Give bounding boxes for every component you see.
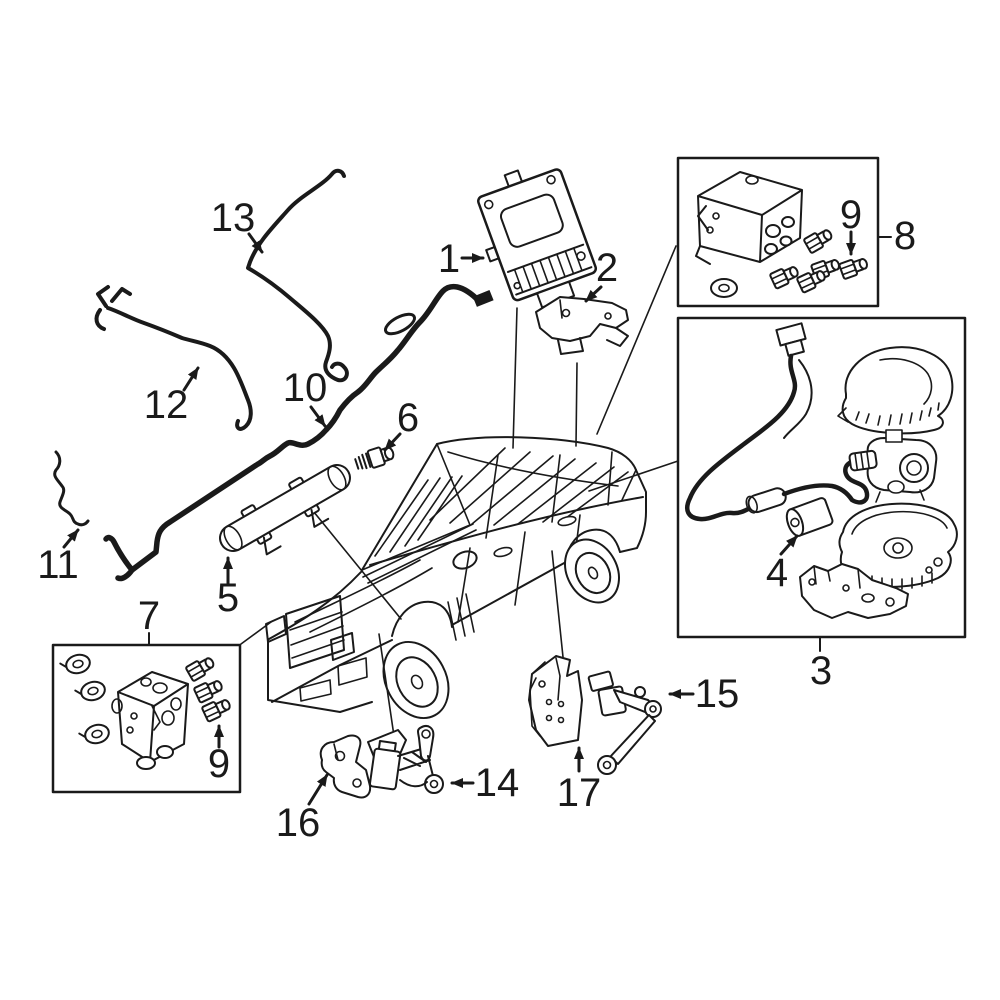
callout-12: 12 <box>144 383 189 427</box>
part-11-wire <box>53 450 90 527</box>
callout-3: 3 <box>810 649 832 693</box>
compressor-cover <box>837 346 954 435</box>
part-5-reservoir-tube <box>219 464 351 556</box>
callout-10: 10 <box>283 366 328 410</box>
callout-arrows <box>62 230 892 806</box>
part-16-bracket <box>319 734 372 799</box>
callout-11: 11 <box>37 543 79 587</box>
part-12-wiring-harness <box>94 285 253 431</box>
callout-14: 14 <box>475 761 520 805</box>
part-6-fitting <box>354 446 395 470</box>
box-7-valve-block-kit <box>51 643 242 794</box>
box-3-compressor-assembly <box>676 316 967 639</box>
callout-1: 1 <box>438 237 460 281</box>
part-15-height-sensor <box>587 670 662 775</box>
part-13-air-hose <box>246 168 349 383</box>
harness-and-pipe <box>685 322 870 522</box>
callout-9-upper: 9 <box>840 193 862 237</box>
part-2-bracket <box>535 296 629 355</box>
callout-8: 8 <box>894 214 916 258</box>
part-10-air-line <box>103 283 494 582</box>
callout-16: 16 <box>276 801 321 845</box>
leader-lines <box>240 245 679 737</box>
callout-13: 13 <box>211 196 256 240</box>
rear-wheel <box>564 538 620 604</box>
callout-2: 2 <box>596 246 618 290</box>
part-1-control-module <box>477 168 598 309</box>
compressor-unit <box>848 429 938 503</box>
part-17-bracket <box>528 655 583 747</box>
callout-4: 4 <box>766 551 788 595</box>
part-4-silencer <box>785 497 834 537</box>
callout-15: 15 <box>695 672 740 716</box>
callout-labels: 1 2 3 4 5 6 7 8 9 9 10 11 12 13 14 15 16… <box>37 193 916 845</box>
side-mirror <box>452 550 478 570</box>
callout-7: 7 <box>138 594 160 638</box>
mounting-bracket <box>799 563 909 619</box>
part-14-height-sensor <box>367 725 444 794</box>
compressor-housing-tub <box>838 502 958 590</box>
box-8-valve-block-kit <box>676 156 880 308</box>
callout-5: 5 <box>217 576 239 620</box>
front-wheel <box>382 640 450 720</box>
callout-9-lower: 9 <box>208 742 230 786</box>
callout-6: 6 <box>397 396 419 440</box>
vehicle-illustration <box>265 436 647 720</box>
callout-17: 17 <box>557 771 602 815</box>
